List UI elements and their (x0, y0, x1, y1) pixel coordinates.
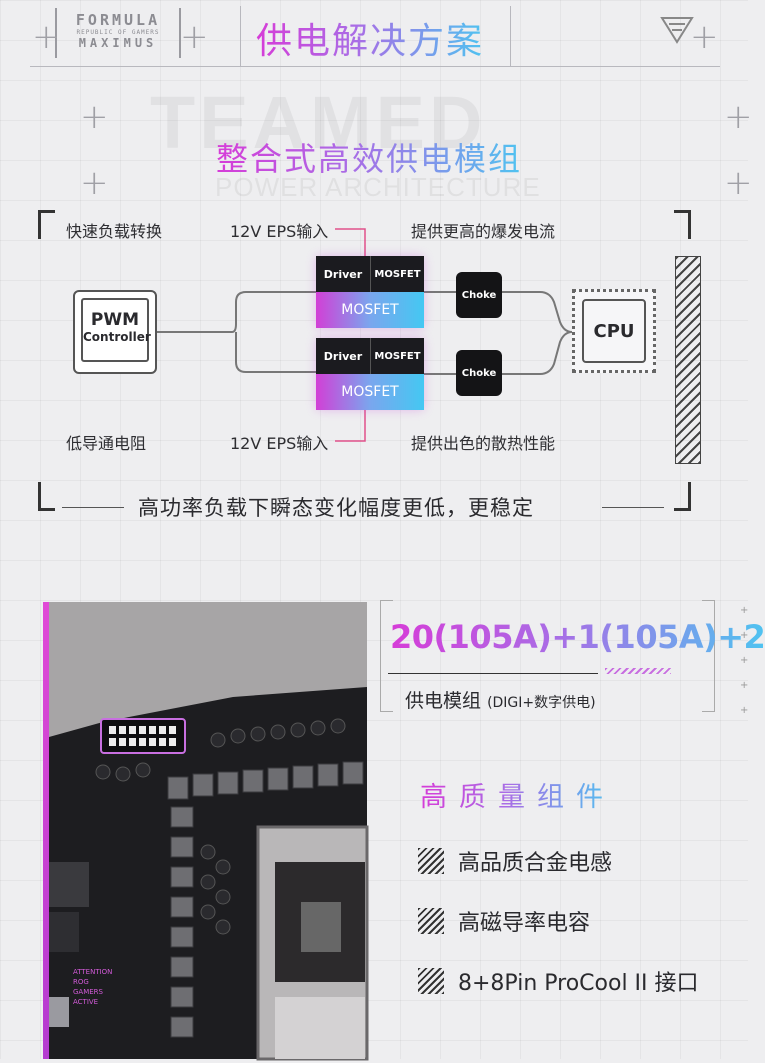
hatch-decoration (675, 256, 701, 464)
choke-top: Choke (456, 272, 502, 318)
photo-print-text: ACTIVE (73, 998, 98, 1006)
power-stage-bottom: Driver MOSFET MOSFET (316, 338, 424, 410)
pwm-controller-chip: PWM Controller (73, 290, 157, 374)
diagram-caption: 高功率负载下瞬态变化幅度更低，更稳定 (138, 496, 534, 520)
section-title: 整合式高效供电模组 (216, 134, 522, 180)
motherboard-photo: ATTENTION ROG GAMERS ACTIVE (43, 602, 369, 1061)
plus-decoration: + (180, 17, 209, 57)
hatch-icon (418, 968, 444, 994)
photo-print-text: ROG (73, 978, 89, 986)
spec-divider (388, 673, 598, 674)
photo-print-text: GAMERS (73, 988, 104, 996)
plus-decoration: + (80, 97, 109, 137)
spec-bracket (380, 600, 393, 712)
footer-rule (602, 507, 664, 508)
rog-eye-icon (660, 17, 694, 44)
stripe-accent (605, 668, 671, 674)
hatch-icon (418, 848, 444, 874)
mosfet-block-small: MOSFET (371, 338, 424, 374)
plus-decoration: + (32, 17, 61, 57)
label-burst-current: 提供更高的爆发电流 (411, 222, 556, 241)
plus-decoration: + (690, 17, 719, 57)
corner-bracket (38, 210, 55, 239)
label-low-resistance: 低导通电阻 (66, 434, 147, 453)
mosfet-block-small: MOSFET (371, 256, 424, 292)
header-divider (510, 6, 511, 66)
spec-label: 供电模组 (DIGI+数字供电) (405, 690, 596, 712)
label-thermal: 提供出色的散热性能 (411, 434, 556, 453)
driver-block: Driver (316, 256, 371, 292)
mosfet-block: MOSFET (316, 292, 424, 328)
choke-bottom: Choke (456, 350, 502, 396)
cpu-chip: CPU (572, 289, 656, 373)
label-eps-input-bottom: 12V EPS输入 (230, 434, 329, 453)
footer-rule (62, 507, 124, 508)
mosfet-block: MOSFET (316, 374, 424, 410)
label-eps-input-top: 12V EPS输入 (230, 222, 329, 241)
phase-count: 20(105A)+1(105A)+2 (390, 618, 765, 656)
diagram-wiring (157, 228, 573, 442)
feature-item: 高品质合金电感 (418, 845, 612, 877)
corner-bracket (38, 482, 55, 511)
spec-bracket (702, 600, 715, 712)
power-stage-top: Driver MOSFET MOSFET (316, 256, 424, 328)
feature-item: 高磁导率电容 (418, 905, 590, 937)
corner-bracket (674, 482, 691, 511)
driver-block: Driver (316, 338, 371, 374)
plus-decoration: + (724, 163, 753, 203)
plus-decoration: + (724, 97, 753, 137)
plus-decoration: +++++ (740, 605, 749, 716)
page-title: 供电解决方案 (256, 12, 484, 64)
label-fast-load: 快速负载转换 (66, 222, 163, 241)
plus-decoration: + (80, 163, 109, 203)
watermark-text: TEAMED (150, 81, 487, 164)
quality-title: 高质量组件 (420, 775, 615, 814)
rog-maximus-logo: FORMULA REPUBLIC OF GAMERS MAXIMUS (55, 8, 181, 58)
header-divider (30, 66, 720, 67)
hatch-icon (418, 908, 444, 934)
watermark-subtext: POWER ARCHITECTURE (215, 172, 541, 202)
corner-bracket (674, 210, 691, 239)
photo-print-text: ATTENTION (73, 968, 112, 976)
header-divider (240, 6, 241, 66)
feature-item: 8+8Pin ProCool II 接口 (418, 965, 699, 997)
